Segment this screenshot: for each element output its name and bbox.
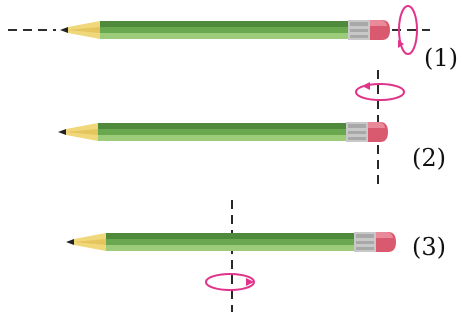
rotation-arrow-icon [206,274,254,290]
case-label-3: (3) [412,235,446,259]
case-1-group [8,6,430,54]
pencil-icon [66,232,396,252]
pencil-icon [60,20,390,40]
rotation-arrow-icon [356,82,404,100]
pencil-icon [58,122,388,142]
case-3-group [66,200,396,312]
case-label-2: (2) [412,146,446,170]
case-label-1: (1) [424,46,458,70]
case-2-group [58,70,404,188]
